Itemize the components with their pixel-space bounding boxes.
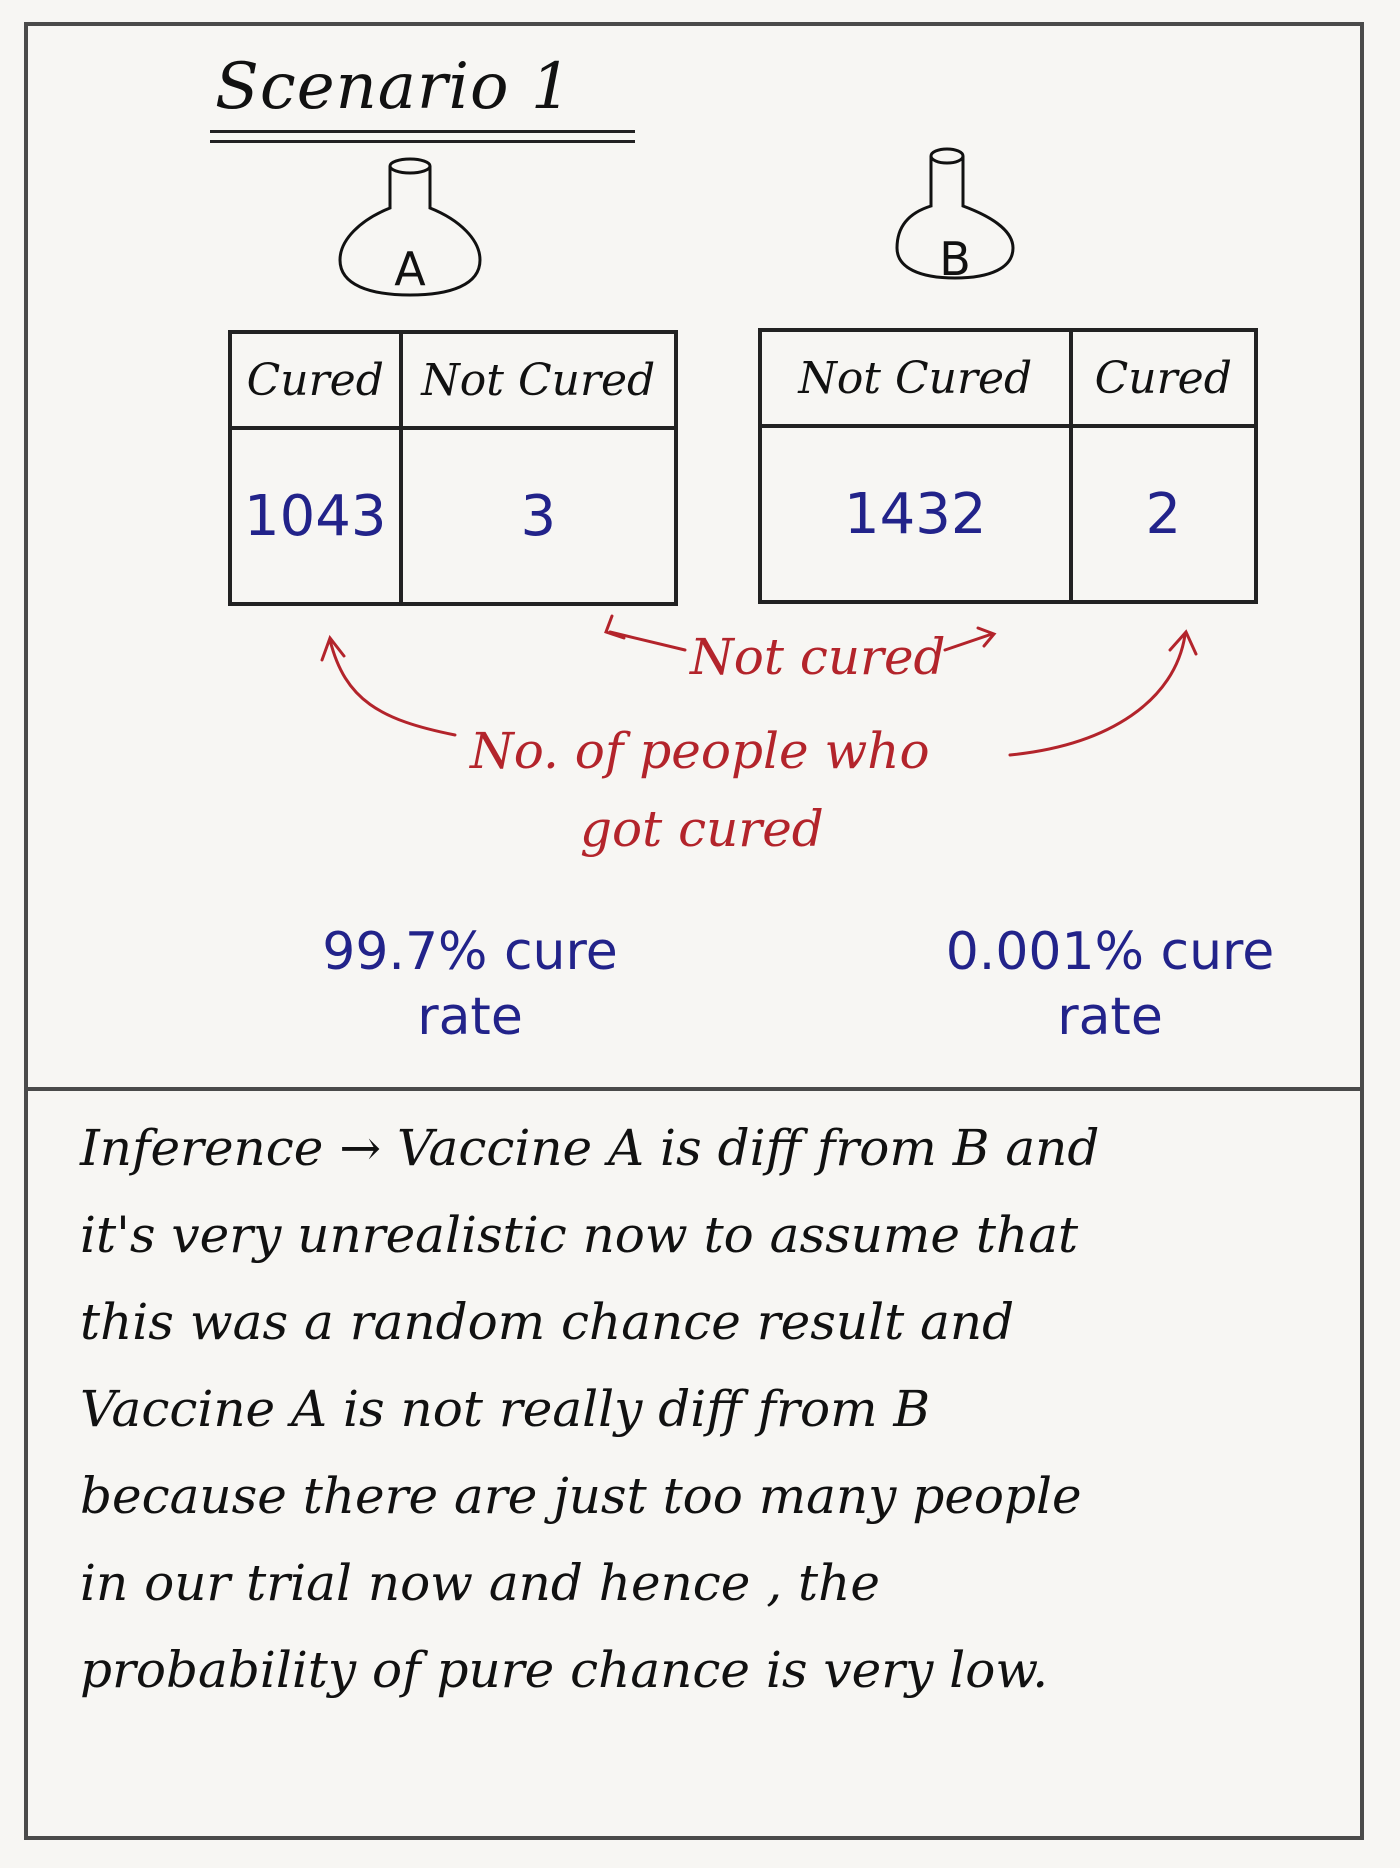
- inference-line: this was a random chance result and: [80, 1293, 1015, 1351]
- arrow-cured-b: [1008, 633, 1187, 757]
- table-cell: 1432: [758, 424, 1073, 604]
- table-cell: 1043: [228, 426, 403, 606]
- title-underline: [210, 130, 635, 133]
- arrow-not-cured-a: [608, 630, 687, 652]
- vaccine-a-table: Cured Not Cured 1043 3: [228, 330, 679, 606]
- title-underline: [210, 140, 635, 143]
- not-cured-annotation: Not cured: [690, 628, 946, 686]
- inference-text: Inference → Vaccine A is diff from B and…: [80, 1105, 1340, 1714]
- inference-line: Vaccine A is not really diff from B: [80, 1380, 931, 1438]
- inference-line: Inference → Vaccine A is diff from B and: [80, 1119, 1100, 1177]
- vaccine-b-cure-rate: 0.001% cure rate: [880, 920, 1340, 1050]
- page-frame: [24, 22, 1364, 1840]
- arrow-head: [1168, 629, 1198, 656]
- vaccine-a-bottle: A: [330, 150, 490, 300]
- table-header-cell: Cured: [1068, 328, 1259, 428]
- table-header-row: Not Cured Cured: [758, 328, 1259, 428]
- table-cell: 2: [1068, 424, 1259, 604]
- vaccine-a-label: A: [394, 242, 426, 296]
- inference-line: in our trial now and hence , the: [80, 1554, 880, 1612]
- arrow-head: [976, 626, 997, 648]
- cure-rate-value: 99.7% cure: [322, 922, 618, 982]
- arrow-not-cured-b: [943, 632, 994, 652]
- table-row: 1432 2: [758, 424, 1259, 604]
- table-row: 1043 3: [228, 426, 679, 606]
- vaccine-b-table: Not Cured Cured 1432 2: [758, 328, 1259, 604]
- arrow-cured-a: [328, 638, 457, 737]
- annotation-arrows: [320, 614, 1198, 757]
- vaccine-b-bottle: B: [875, 140, 1035, 290]
- inference-line: because there are just too many people: [80, 1467, 1082, 1525]
- arrow-head: [604, 614, 626, 640]
- table-header-row: Cured Not Cured: [228, 330, 679, 430]
- cured-annotation-line2: got cured: [580, 800, 824, 858]
- inference-line: it's very unrealistic now to assume that: [80, 1206, 1079, 1264]
- cure-rate-suffix: rate: [1057, 987, 1163, 1047]
- arrow-head: [320, 634, 346, 662]
- table-header-cell: Not Cured: [398, 330, 679, 430]
- table-cell: 3: [398, 426, 679, 606]
- table-header-cell: Not Cured: [758, 328, 1073, 428]
- table-header-cell: Cured: [228, 330, 403, 430]
- cured-annotation-line1: No. of people who: [470, 722, 930, 780]
- flask-icon: [895, 147, 1015, 280]
- section-divider: [24, 1087, 1364, 1091]
- flask-icon: [338, 157, 482, 297]
- cure-rate-value: 0.001% cure: [945, 922, 1275, 982]
- vaccine-b-label: B: [939, 232, 971, 286]
- inference-line: probability of pure chance is very low.: [80, 1641, 1049, 1699]
- vaccine-a-cure-rate: 99.7% cure rate: [250, 920, 690, 1050]
- cure-rate-suffix: rate: [417, 987, 523, 1047]
- page-title: Scenario 1: [215, 50, 573, 124]
